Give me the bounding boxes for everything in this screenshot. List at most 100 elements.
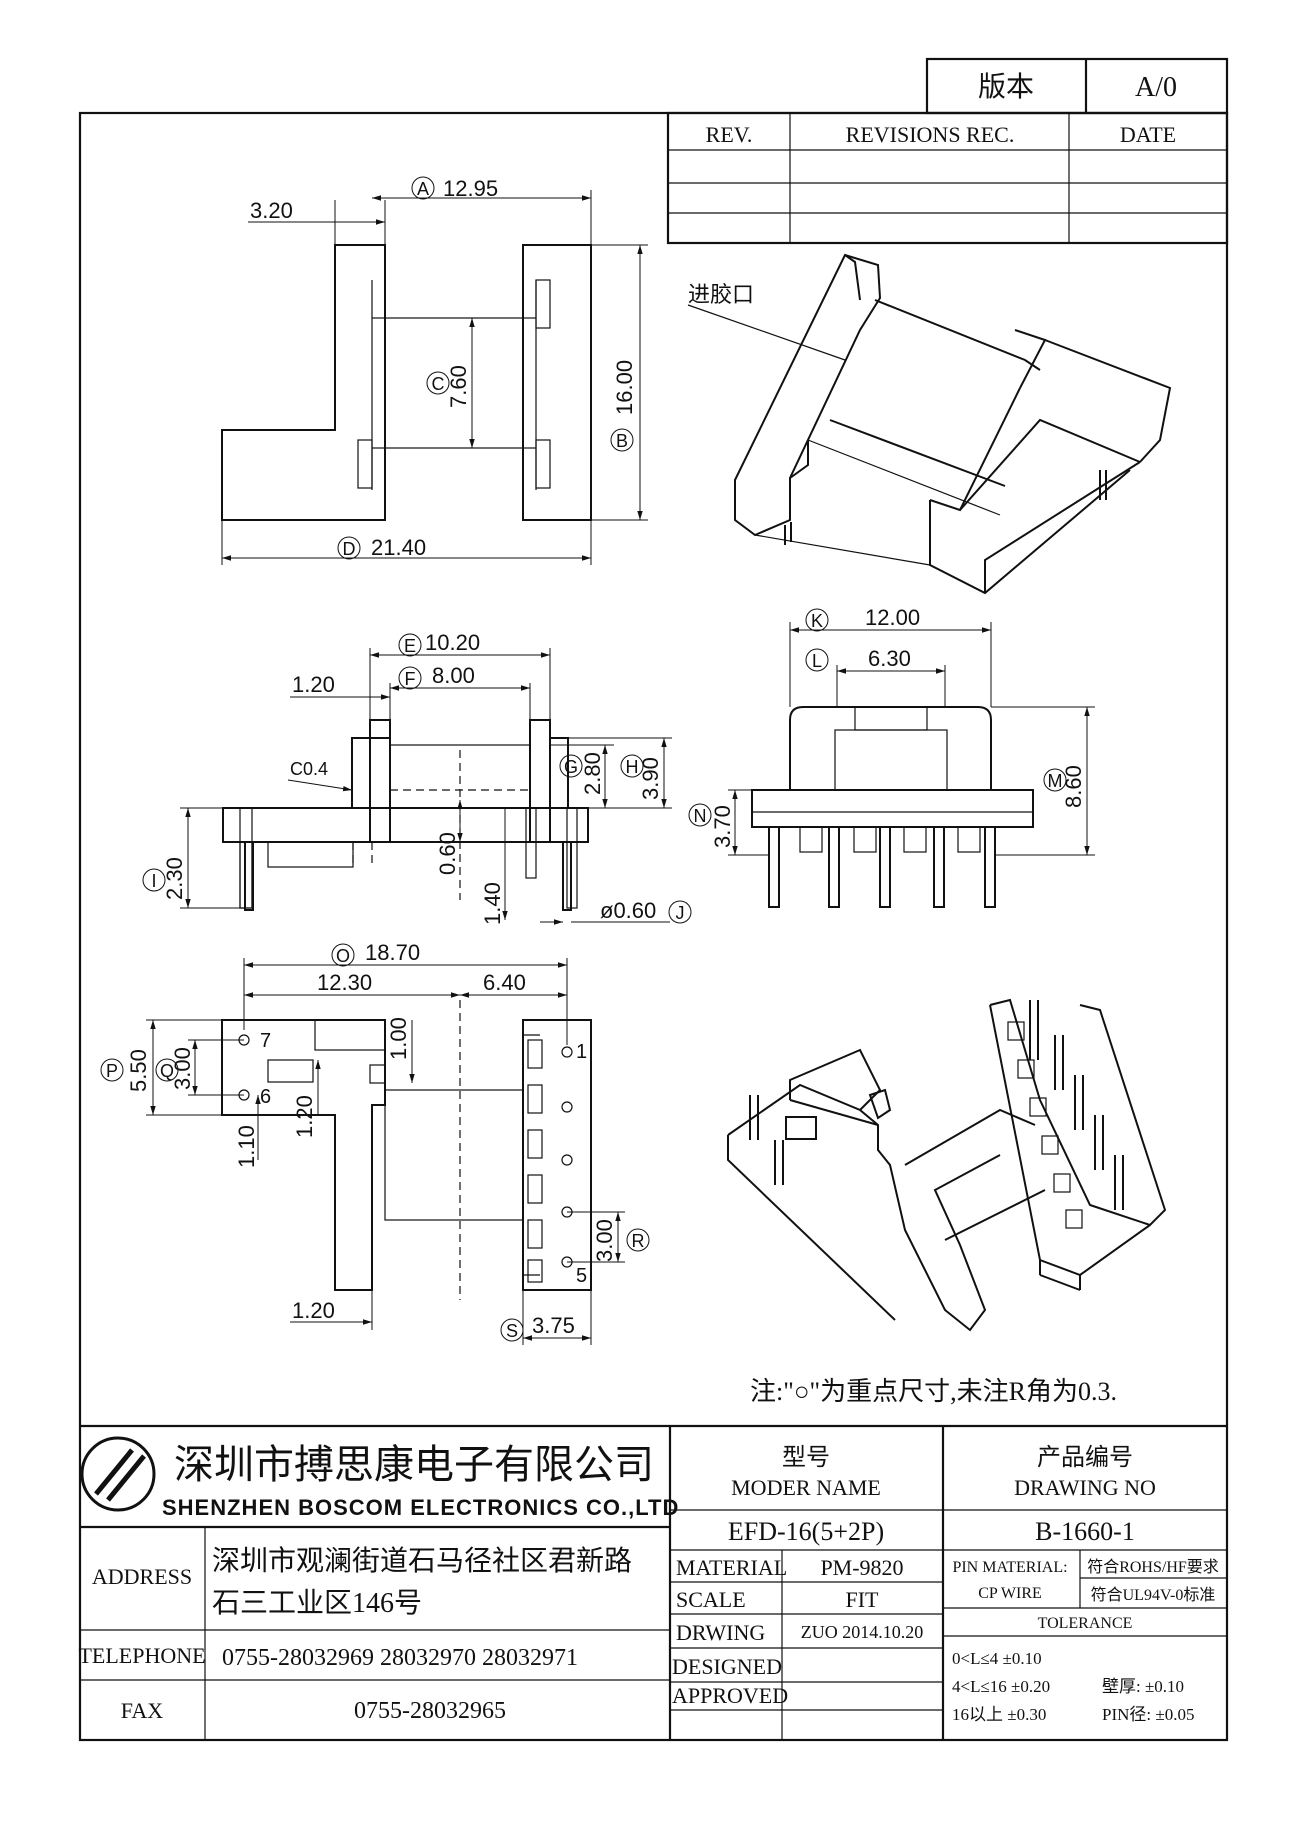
approved-label: APPROVED (672, 1683, 788, 1708)
dim-6-40: 6.40 (483, 970, 526, 995)
company-logo (80, 1436, 156, 1512)
rev-header: REV. (706, 122, 753, 147)
dim-l-value: 6.30 (868, 646, 911, 671)
dim-m-letter: M (1048, 771, 1063, 791)
dim-c-value: 7.60 (446, 365, 471, 408)
dim-s-letter: S (506, 1321, 518, 1341)
gate-label: 进胶口 (688, 282, 754, 307)
pin-6-label: 6 (260, 1086, 271, 1108)
pin-1-label: 1 (576, 1041, 587, 1063)
tolerance-label: TOLERANCE (1038, 1615, 1133, 1632)
dim-q-letter: Q (160, 1061, 174, 1081)
dim-s-value: 3.75 (532, 1313, 575, 1338)
dim-g-value: 2.80 (580, 752, 605, 795)
side-view: K 12.00 L 6.30 M 8.60 N 3.70 (688, 605, 1095, 908)
dim-r-value: 3.00 (592, 1219, 617, 1262)
dim-r-letter: R (632, 1231, 645, 1251)
dim-m-value: 8.60 (1061, 765, 1086, 808)
dim-j-letter: J (676, 903, 685, 923)
dim-d-letter: D (343, 539, 356, 559)
pin-5-label: 5 (576, 1265, 587, 1287)
revisions-rec-header: REVISIONS REC. (846, 122, 1015, 147)
dim-c-letter: C (432, 374, 445, 394)
pin-7-label: 7 (260, 1030, 271, 1052)
bottom-view: 7 6 1 5 O 18.70 12.30 6.40 P 5.50 Q 3.00… (100, 940, 650, 1345)
dim-k-letter: K (811, 611, 823, 631)
drwing-label: DRWING (676, 1620, 765, 1645)
dim-n-letter: N (694, 806, 707, 826)
fax-label: FAX (121, 1698, 163, 1723)
version-box: 版本 A/0 (925, 57, 1229, 115)
model-label-en: MODER NAME (731, 1475, 881, 1500)
material-value: PM-9820 (820, 1555, 903, 1580)
dim-h-value: 3.90 (638, 757, 663, 800)
dim-n-value: 3.70 (710, 805, 735, 848)
scale-label: SCALE (676, 1587, 746, 1612)
dim-i-letter: I (151, 871, 156, 891)
dim-q-value: 3.00 (170, 1047, 195, 1090)
material-label: MATERIAL (676, 1555, 787, 1580)
note-text: 注:"○"为重点尺寸,未注R角为0.3. (750, 1377, 1117, 1406)
rohs-note: 符合ROHS/HF要求 (1087, 1558, 1219, 1576)
dim-p-value: 5.50 (126, 1049, 151, 1092)
dim-l-letter: L (812, 651, 822, 671)
pin-material-sub: CP WIRE (978, 1585, 1042, 1602)
iso-view-top: 进胶口 (687, 253, 1172, 595)
dim-1-00: 1.00 (386, 1017, 411, 1060)
revisions-table: REV. REVISIONS REC. DATE (666, 111, 1229, 245)
date-header: DATE (1120, 122, 1176, 147)
wall-tolerance: 壁厚: ±0.10 (1102, 1677, 1184, 1696)
ul-note: 符合UL94V-0标准 (1091, 1586, 1216, 1604)
tolerance-line2: 4<L≤16 ±0.20 (952, 1677, 1050, 1696)
dim-1-40: 1.40 (480, 882, 505, 925)
pin-material-label: PIN MATERIAL: (952, 1559, 1067, 1576)
dim-e-letter: E (404, 636, 416, 656)
dim-f-value: 8.00 (432, 663, 475, 688)
title-block: 深圳市搏思康电子有限公司 SHENZHEN BOSCOM ELECTRONICS… (78, 1424, 1227, 1740)
fax-value: 0755-28032965 (354, 1698, 506, 1724)
dim-o-letter: O (336, 946, 350, 966)
dim-p-letter: P (106, 1061, 118, 1081)
dim-3-20: 3.20 (250, 198, 293, 223)
telephone-label: TELEPHONE (78, 1643, 205, 1668)
drawing-no-value: B-1660-1 (1035, 1517, 1135, 1546)
iso-view-bottom (727, 998, 1167, 1332)
dim-j-value: ø0.60 (600, 898, 656, 923)
model-label-cn: 型号 (782, 1444, 830, 1471)
dim-o-value: 18.70 (365, 940, 420, 965)
dim-k-value: 12.00 (865, 605, 920, 630)
tolerance-line3: 16以上 ±0.30 (952, 1705, 1046, 1724)
designed-label: DESIGNED (672, 1654, 782, 1679)
dim-1-20-bottom: 1.20 (292, 1298, 335, 1323)
dim-a-letter: A (417, 179, 429, 199)
dim-i-value: 2.30 (162, 857, 187, 900)
version-label: 版本 (978, 71, 1034, 103)
dim-g-letter: G (564, 757, 578, 777)
main-frame (78, 111, 1229, 1742)
drawing-no-label-en: DRAWING NO (1014, 1475, 1156, 1500)
dim-e-value: 10.20 (425, 630, 480, 655)
version-value: A/0 (1135, 72, 1177, 103)
model-value: EFD-16(5+2P) (728, 1517, 884, 1546)
tolerance-line1: 0<L≤4 ±0.10 (952, 1649, 1042, 1668)
dim-1-10: 1.10 (234, 1125, 259, 1168)
front-view: E 10.20 F 8.00 1.20 C0.4 G 2.80 H 3.90 I (142, 630, 692, 925)
dim-b-value: 16.00 (612, 360, 637, 415)
drawing-no-label-cn: 产品编号 (1037, 1444, 1133, 1471)
address-line2: 石三工业区146号 (212, 1588, 422, 1619)
dim-f-letter: F (405, 669, 416, 689)
telephone-value: 0755-28032969 28032970 28032971 (222, 1645, 578, 1671)
dim-d-value: 21.40 (371, 535, 426, 560)
company-name-cn: 深圳市搏思康电子有限公司 (174, 1442, 654, 1487)
dim-c04: C0.4 (290, 759, 328, 779)
dim-a-value: 12.95 (443, 176, 498, 201)
dim-1-20-vertical: 1.20 (292, 1095, 317, 1138)
dim-12-30: 12.30 (317, 970, 372, 995)
top-view: 3.20 A 12.95 C 7.60 B 16.00 D 21.40 (221, 176, 648, 565)
drwing-value: ZUO 2014.10.20 (801, 1622, 924, 1642)
company-name-en: SHENZHEN BOSCOM ELECTRONICS CO.,LTD (162, 1495, 679, 1520)
address-line1: 深圳市观澜街道石马径社区君新路 (212, 1545, 632, 1577)
address-label: ADDRESS (92, 1564, 192, 1589)
dim-0-60: 0.60 (435, 832, 460, 875)
